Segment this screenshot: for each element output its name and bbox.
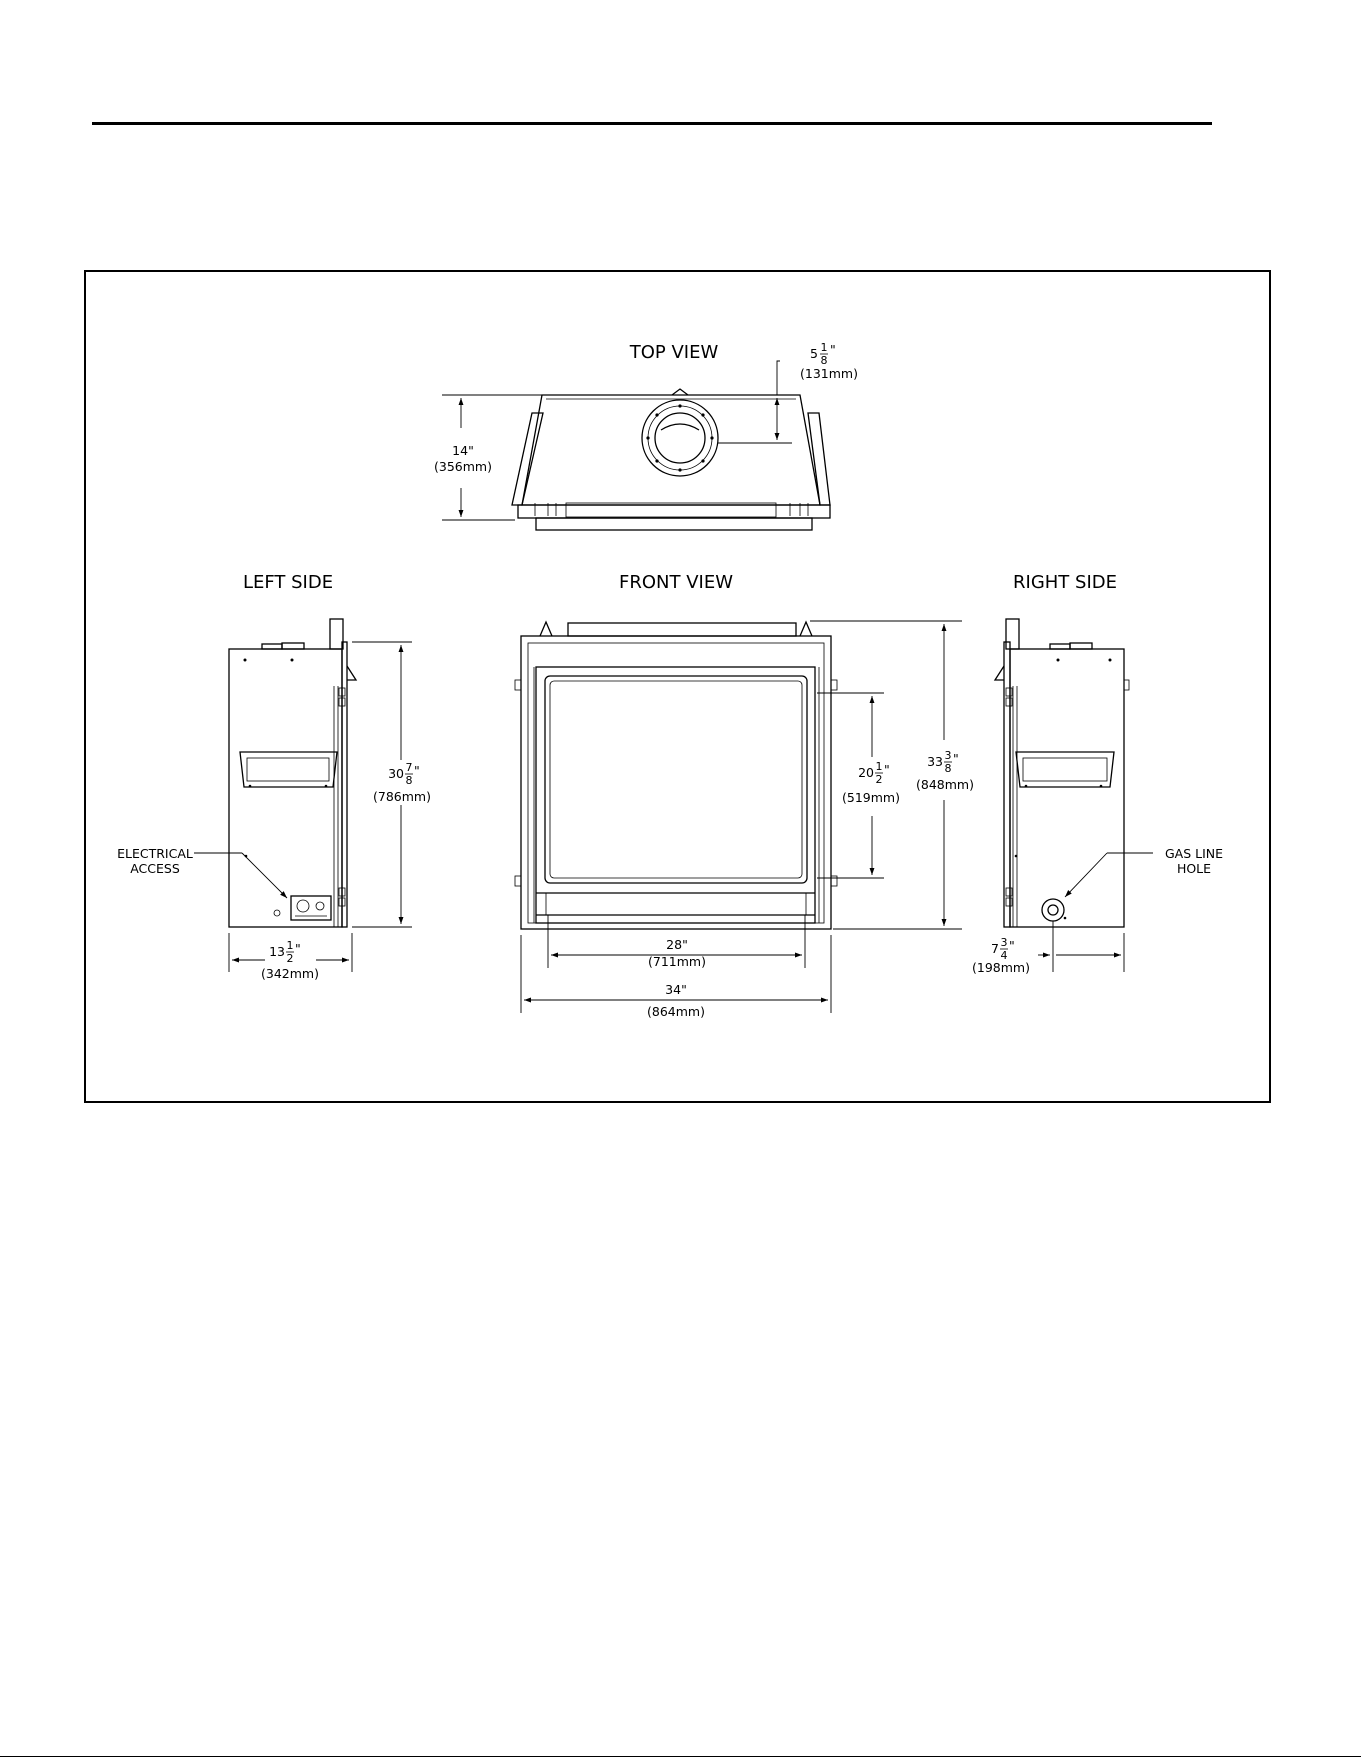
electrical-callout-line1: ELECTRICAL [117,846,193,861]
front-opening-width-value: 28" [666,937,688,952]
top-depth-metric: (356mm) [434,459,492,474]
front-total-width-metric: (864mm) [647,1004,705,1019]
left-height-unit: " [414,763,420,778]
front-total-width-value: 34" [665,982,687,997]
left-height-num: 7 [406,761,413,774]
top-offset-num: 1 [821,341,828,354]
left-side-title: LEFT SIDE [243,572,333,593]
front-opening-height-den: 2 [876,773,883,786]
right-gas-offset-metric: (198mm) [972,960,1030,975]
gas-callout-line2: HOLE [1177,861,1211,876]
right-gas-offset-dimension: 7 3 4 " (198mm) [972,936,1030,975]
left-depth-den: 2 [287,952,294,965]
front-opening-height-whole: 20 [858,765,874,780]
left-depth-dimension: 13 1 2 " (342mm) [261,939,319,981]
left-depth-num: 1 [287,939,294,952]
front-total-height-num: 3 [945,749,952,762]
left-height-whole: 30 [388,766,404,781]
right-gas-offset-whole: 7 [991,941,999,956]
front-opening-width-metric: (711mm) [648,954,706,969]
right-side-title: RIGHT SIDE [1013,572,1117,593]
top-depth-value: 14" [452,443,474,458]
front-view-title: FRONT VIEW [619,572,733,593]
left-height-metric: (786mm) [373,789,431,804]
front-total-height-metric: (848mm) [916,777,974,792]
top-view-title: TOP VIEW [629,342,719,363]
top-offset-unit: " [830,342,836,357]
front-opening-height-dimension: 20 1 2 " (519mm) [842,760,900,805]
right-side-view: RIGHT SIDE GAS LINE HOLE 7 3 [972,572,1223,975]
electrical-callout-line2: ACCESS [130,861,180,876]
front-total-height-whole: 33 [927,754,943,769]
front-opening-height-unit: " [884,762,890,777]
gas-callout-line1: GAS LINE [1165,846,1223,861]
right-gas-offset-unit: " [1009,938,1015,953]
left-depth-metric: (342mm) [261,966,319,981]
top-offset-dimension: 5 1 8 " (131mm) [800,341,858,381]
front-opening-height-num: 1 [876,760,883,773]
front-total-height-unit: " [953,751,959,766]
left-height-dimension: 30 7 8 " (786mm) [373,761,431,804]
front-view: FRONT VIEW 20 1 2 " (519mm) [515,572,974,1019]
front-opening-height-metric: (519mm) [842,790,900,805]
front-total-height-dimension: 33 3 8 " (848mm) [916,749,974,792]
right-gas-offset-num: 3 [1001,936,1008,949]
top-offset-whole: 5 [810,346,818,361]
front-total-height-den: 8 [945,762,952,775]
top-offset-metric: (131mm) [800,366,858,381]
left-depth-unit: " [295,941,301,956]
top-view: TOP VIEW 14" (356mm) 5 1 [434,341,858,530]
left-depth-whole: 13 [269,944,285,959]
left-side-view: LEFT SIDE ELECTRICAL ACCESS [117,572,431,981]
left-height-den: 8 [406,774,413,787]
